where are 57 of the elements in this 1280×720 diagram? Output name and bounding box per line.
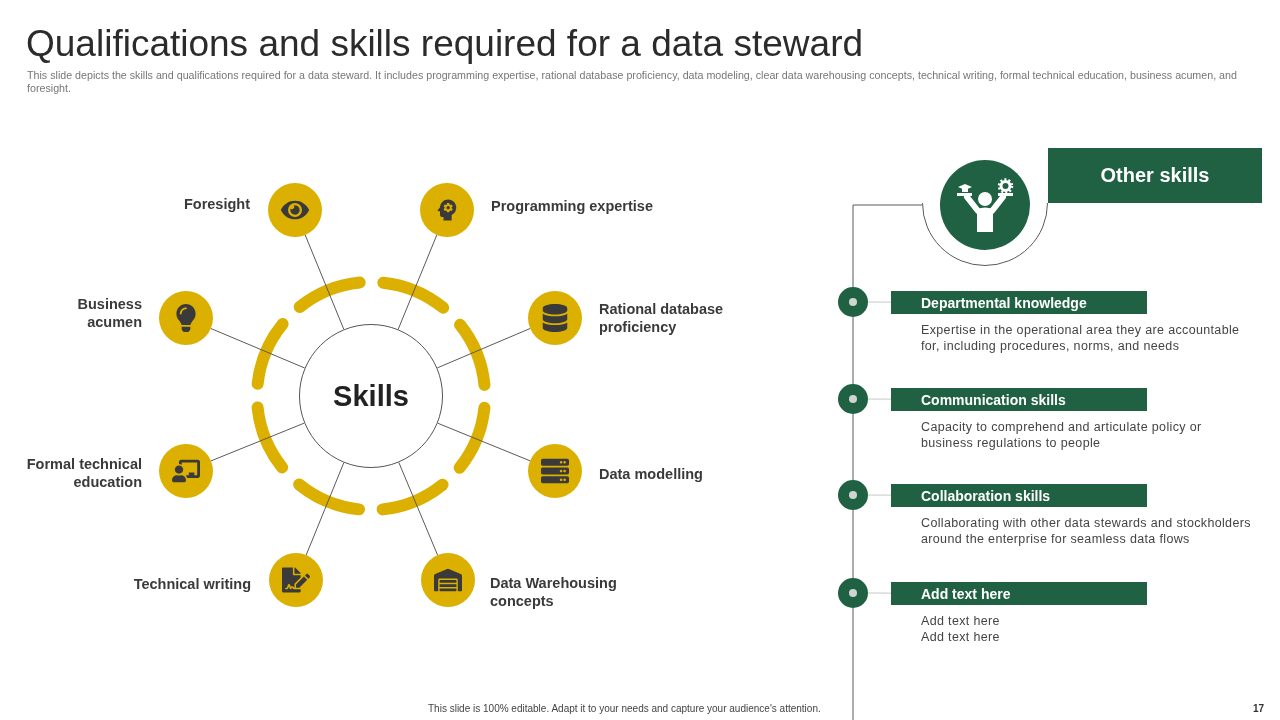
- description-text: Capacity to comprehend and articulate policy or business regulations to people: [921, 419, 1203, 451]
- icon-circle: [420, 183, 474, 237]
- connector-line: [852, 607, 854, 720]
- footer-note: This slide is 100% editable. Adapt it to your needs and capture your audience's attention.: [428, 703, 821, 715]
- skill-label: Data Warehousing concepts: [490, 574, 618, 610]
- connector-line: [210, 422, 305, 462]
- banner-title: Other skills: [1100, 164, 1210, 187]
- connector-line: [867, 592, 892, 594]
- connector-line: [852, 316, 854, 385]
- connector-line: [867, 494, 892, 496]
- connector-line: [398, 461, 439, 556]
- connector-line: [852, 204, 923, 288]
- timeline-dot: [838, 384, 868, 414]
- title-text: Add text here: [921, 585, 1011, 602]
- skill-label: Foresight: [183, 195, 250, 213]
- page-number: 17: [1252, 703, 1264, 715]
- icon-circle: [159, 291, 213, 345]
- header-banner: [1048, 148, 1262, 203]
- title-text: Collaboration skills: [921, 487, 1051, 504]
- slide-title: Qualifications and skills required for a data steward: [26, 24, 864, 65]
- connector-line: [867, 398, 892, 400]
- title-bar: [891, 582, 1147, 605]
- skill-label: Programming expertise: [491, 197, 653, 215]
- connector-line: [304, 234, 345, 330]
- connector-line: [397, 234, 438, 330]
- icon-circle: [269, 553, 323, 607]
- timeline-dot: [838, 287, 868, 317]
- skill-label: Business acumen: [76, 295, 142, 331]
- center-label: Skills: [333, 381, 409, 411]
- title-bar: [891, 484, 1147, 507]
- connector-line: [437, 422, 531, 462]
- connector-line: [305, 462, 345, 556]
- skill-label: Technical writing: [133, 575, 251, 593]
- skill-label: Formal technical education: [25, 455, 142, 491]
- connector-line: [852, 413, 854, 481]
- title-text: Communication skills: [921, 391, 1066, 408]
- connector-line: [852, 509, 854, 579]
- description-text: Collaborating with other data stewards and stockholders around the enterprise for seamless data flows: [921, 515, 1252, 547]
- description-text: Add text here: [921, 613, 1001, 629]
- timeline-dot: [838, 480, 868, 510]
- connector-line: [210, 328, 306, 369]
- connector-line: [436, 328, 531, 369]
- slide-subtitle: This slide depicts the skills and qualifications required for a data steward. It includes programming expertise, rational database proficiency, data modeling, clear data warehousing concepts, technical writing, formal technical education, business acumen, and foresight.: [27, 69, 1238, 94]
- icon-circle: [528, 444, 582, 498]
- icon-circle: [421, 553, 475, 607]
- skill-label: Data modelling: [599, 465, 703, 483]
- icon-circle: [159, 444, 213, 498]
- timeline-dot: [838, 578, 868, 608]
- icon-circle: [528, 291, 582, 345]
- icon-circle: [268, 183, 322, 237]
- description-text: Add text here: [921, 629, 1001, 645]
- connector-line: [867, 301, 892, 303]
- skill-label: Rational database proficiency: [599, 300, 725, 336]
- description-text: Expertise in the operational area they are accountable for, including procedures, norms, and needs: [921, 322, 1241, 354]
- title-text: Departmental knowledge: [921, 294, 1087, 311]
- title-bar: [891, 388, 1147, 411]
- title-bar: [891, 291, 1147, 314]
